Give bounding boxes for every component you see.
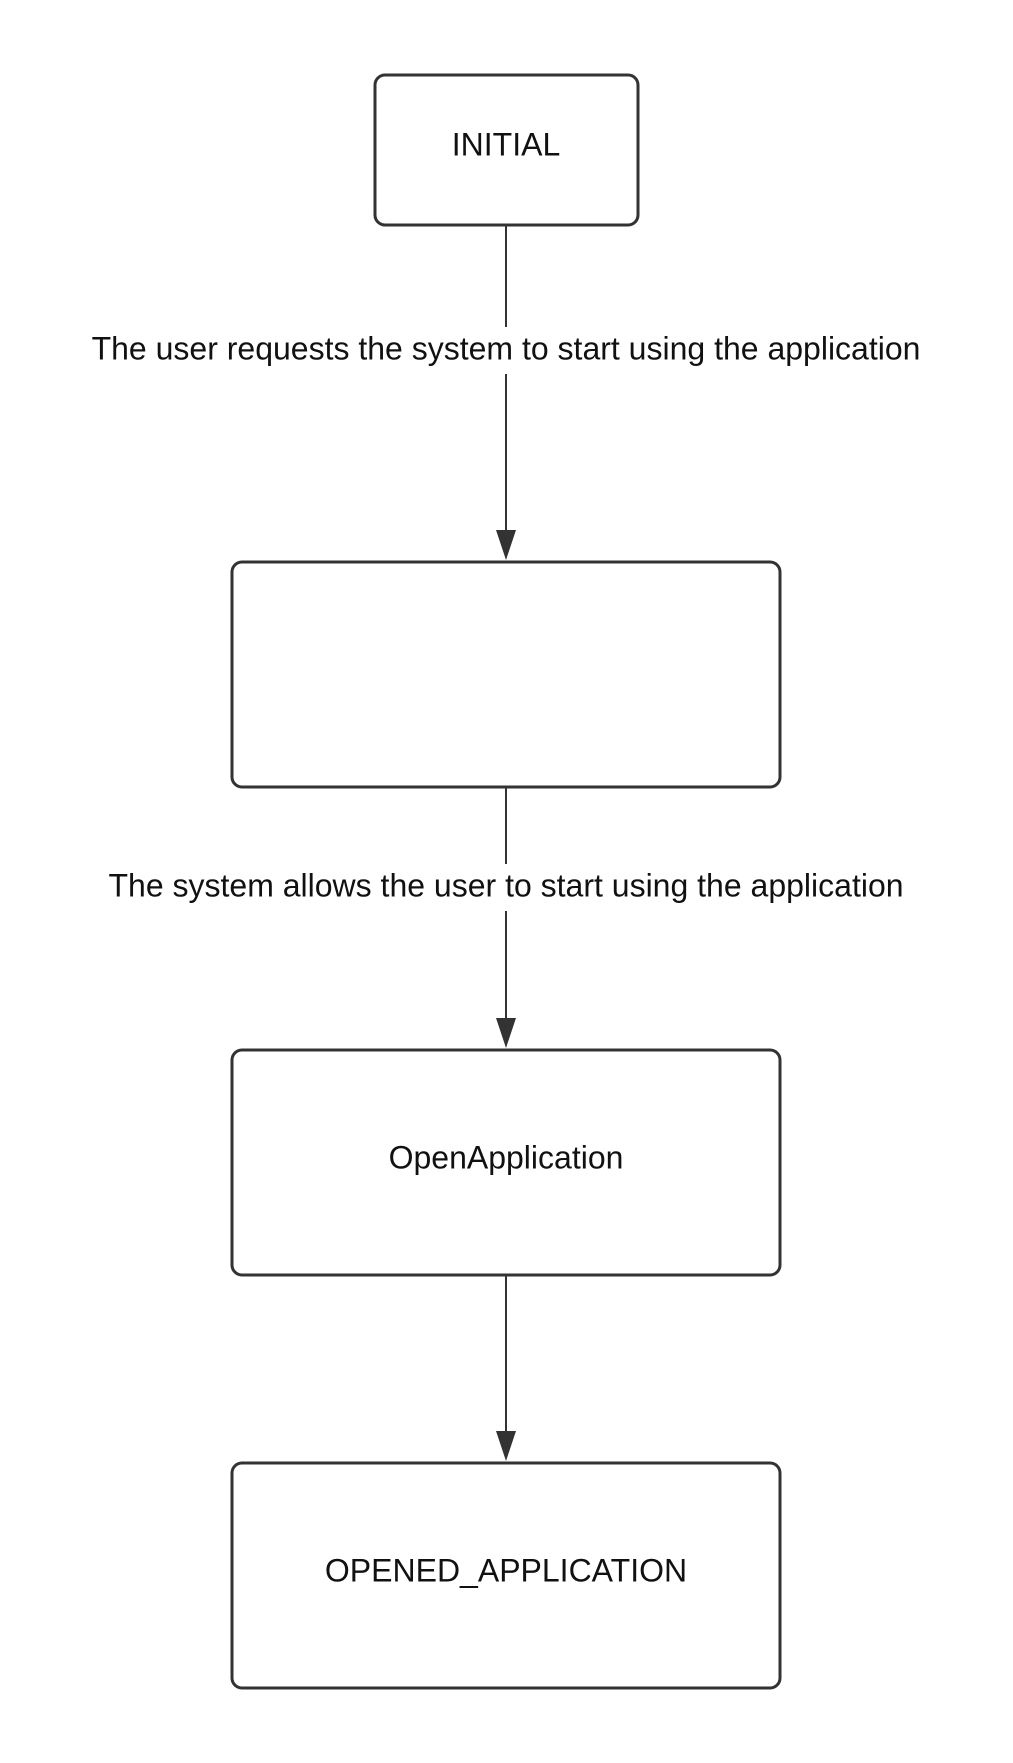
- arrow-head-icon: [496, 530, 516, 560]
- edge-initial-to-intermediate: The user requests the system to start us…: [70, 225, 942, 560]
- node-opened-application[interactable]: OPENED_APPLICATION: [230, 1461, 782, 1690]
- edge-intermediate-to-open-application: The system allows the user to start usin…: [88, 787, 924, 1048]
- edge-label-system-allows: The system allows the user to start usin…: [108, 867, 903, 903]
- node-box: [373, 73, 640, 227]
- node-box: [230, 560, 782, 789]
- edge-open-application-to-opened: [496, 1275, 516, 1461]
- node-intermediate[interactable]: [230, 560, 782, 789]
- edge-label-background: [70, 327, 942, 374]
- node-box: [230, 1048, 782, 1277]
- edge-label-background: [88, 864, 924, 911]
- arrow-head-icon: [496, 1018, 516, 1048]
- node-label-open-application: OpenApplication: [389, 1139, 624, 1175]
- node-open-application[interactable]: OpenApplication: [230, 1048, 782, 1277]
- node-label-opened-application: OPENED_APPLICATION: [325, 1552, 687, 1588]
- arrow-head-icon: [496, 1431, 516, 1461]
- node-label-initial: INITIAL: [452, 126, 560, 162]
- node-box: [230, 1461, 782, 1690]
- edge-label-user-requests: The user requests the system to start us…: [92, 330, 921, 366]
- node-initial[interactable]: INITIAL: [373, 73, 640, 227]
